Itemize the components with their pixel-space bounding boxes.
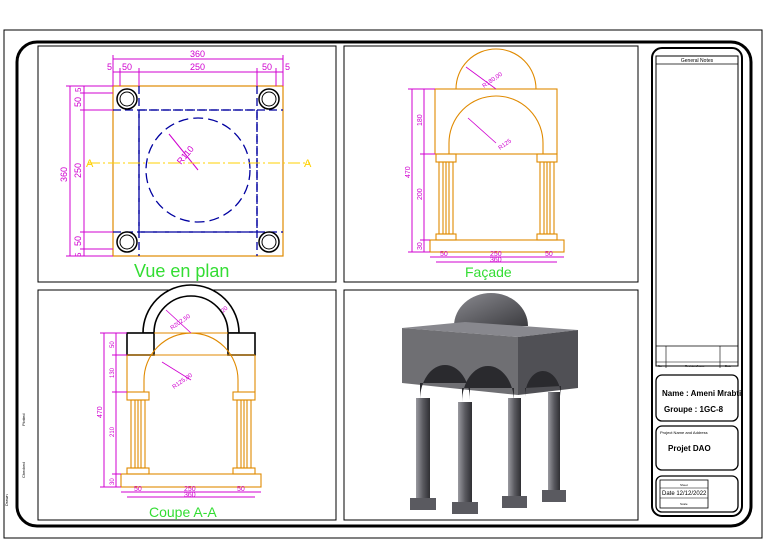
plan-dim-v-top: 50 <box>73 97 83 107</box>
facade-dim-h-overall: 470 <box>405 166 412 178</box>
model-3d-view <box>402 293 578 514</box>
plan-dim-v-overall: 360 <box>59 167 69 182</box>
plan-dim-v-edge-top: 5 <box>74 87 83 92</box>
project-label: Project Name and Address <box>660 430 708 435</box>
facade-view <box>429 48 565 253</box>
section-view: 470 50 130 210 30 250 360 50 50 R202,50 … <box>97 284 262 520</box>
section-dim-w-right: 50 <box>237 486 245 493</box>
plan-view-label: Vue en plan <box>134 261 229 281</box>
facade-dim-w-left: 50 <box>440 251 448 258</box>
section-base <box>120 473 262 488</box>
section-dim-thickness: 20 <box>220 305 229 314</box>
plan-dim-overall: 360 <box>190 49 205 59</box>
section-mark-right: A <box>304 158 312 170</box>
section-dim-w-overall: 360 <box>184 492 196 499</box>
scale-label: Scale <box>680 502 688 506</box>
plan-dim-v-edge-bottom: 5 <box>74 252 83 257</box>
plan-dim-edge-right: 5 <box>285 62 290 72</box>
plan-view: R110 A A <box>59 49 312 281</box>
section-dim-w-inner: 250 <box>184 486 196 493</box>
project-name: Projet DAO <box>668 444 711 453</box>
model-roof <box>402 322 578 337</box>
section-mark-left: A <box>86 158 94 170</box>
section-dim-h-mid1: 130 <box>110 367 116 378</box>
plan-outline <box>112 85 284 257</box>
plan-dim-edge-left: 5 <box>107 62 112 72</box>
facade-dim-w-right: 50 <box>545 251 553 258</box>
plan-dome-circle <box>145 117 251 223</box>
side-label-plotted: Plotted <box>21 414 26 426</box>
facade-dim-h-mid: 200 <box>417 188 424 200</box>
side-label-drawn: Drawn <box>4 494 9 506</box>
title-block: General Notes No Revision/Issue Date Nam… <box>651 47 743 517</box>
facade-dim-arc-inner: R125 <box>498 138 514 152</box>
plan-dim-v-bottom: 50 <box>73 236 83 246</box>
rev-col-no: No <box>658 364 662 368</box>
author-name: Name : Ameni Mrabti <box>662 389 741 398</box>
model-dome <box>454 293 528 326</box>
sheet-border <box>3 29 763 539</box>
facade-dome <box>455 48 537 90</box>
section-arch <box>143 332 239 392</box>
viewport-3d <box>343 289 639 521</box>
side-label-checked: Checked <box>21 462 26 478</box>
facade-dim-h-top: 180 <box>417 114 424 126</box>
author-group: Groupe : 1GC-8 <box>664 405 724 414</box>
section-dim-h-top: 50 <box>110 341 116 348</box>
section-dim-h-overall: 470 <box>97 406 104 418</box>
model-column-2 <box>458 402 472 506</box>
rev-col-issue: Revision/Issue <box>685 364 705 368</box>
model-column-4 <box>548 392 560 492</box>
sheet-label: Sheet <box>680 483 688 487</box>
section-dim-h-base: 30 <box>110 478 116 485</box>
viewport-facade <box>343 45 639 283</box>
facade-arch <box>448 95 544 154</box>
section-dim-h-mid2: 210 <box>110 426 116 437</box>
facade-upper-wall <box>434 88 558 155</box>
viewport-plan <box>37 45 337 283</box>
model-column-3 <box>508 398 521 500</box>
drawing-frame <box>15 40 753 528</box>
section-dim-w-left: 50 <box>134 486 142 493</box>
general-notes-title: General Notes <box>681 58 714 64</box>
facade-dim-w-inner: 250 <box>490 251 502 258</box>
plan-dim-side-left: 50 <box>122 62 132 72</box>
sheet-date: Date 12/12/2022 <box>662 491 707 497</box>
model-column-1 <box>416 398 430 502</box>
section-view-label: Coupe A-A <box>149 504 217 520</box>
plan-hidden-square <box>138 109 258 233</box>
facade-dim-w-overall: 360 <box>490 257 502 264</box>
facade-base <box>429 239 565 253</box>
plan-dim-v-inner: 250 <box>73 163 83 178</box>
rev-col-date: Date <box>725 364 732 368</box>
plan-dim-side-right: 50 <box>262 62 272 72</box>
facade-dim-h-base: 30 <box>417 242 424 250</box>
facade-view-label: Façade <box>465 264 512 280</box>
plan-dim-inner: 250 <box>190 62 205 72</box>
